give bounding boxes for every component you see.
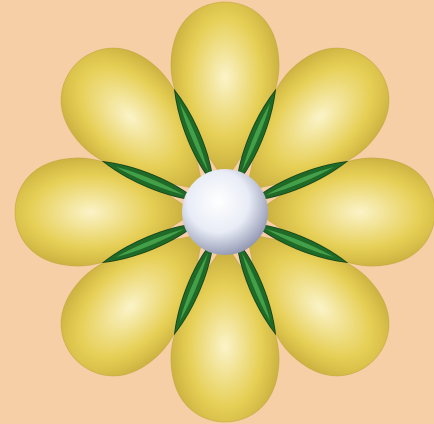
central-nucleus	[182, 169, 268, 255]
